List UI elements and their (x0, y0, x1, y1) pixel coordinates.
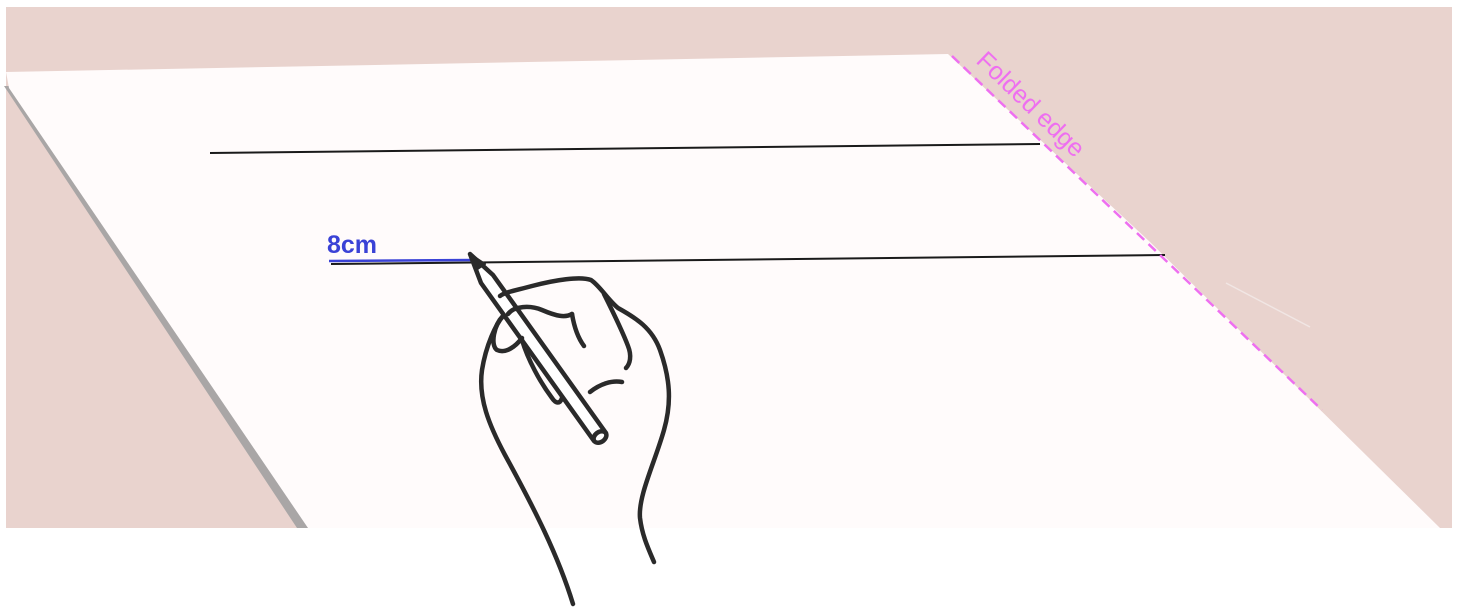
measurement-line (329, 260, 472, 261)
measurement-label: 8cm (327, 231, 377, 259)
